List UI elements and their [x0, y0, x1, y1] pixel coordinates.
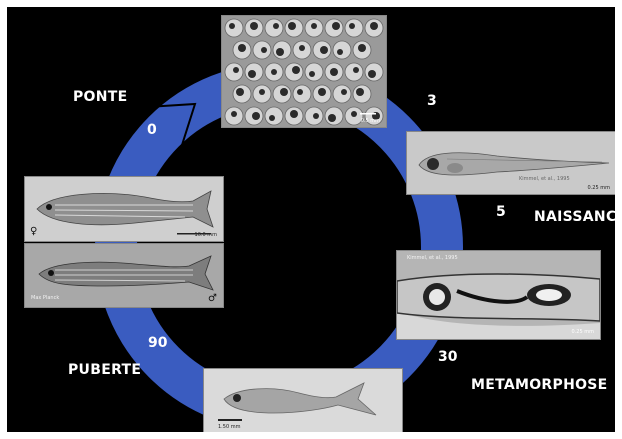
- embryo: [356, 88, 364, 96]
- embryo: [271, 69, 277, 75]
- embryo: [330, 68, 338, 76]
- embryo: [358, 44, 366, 52]
- embryo: [292, 66, 300, 74]
- embryo: [261, 47, 267, 53]
- male-photo: Max Planck ♂: [24, 243, 224, 308]
- day-3: 3: [427, 93, 437, 109]
- male-credit: Max Planck: [31, 295, 59, 301]
- embryo: [299, 45, 305, 51]
- embryo: [318, 88, 326, 96]
- embryo: [349, 23, 355, 29]
- embryo: [250, 22, 258, 30]
- female-image: [25, 177, 223, 241]
- male-symbol: ♂: [208, 293, 217, 304]
- larva-credit: Kimmel, et al., 1995: [519, 176, 570, 182]
- stage-label-naissance: NAISSANCE: [534, 209, 615, 225]
- eggs-image: [222, 16, 386, 127]
- embryo: [370, 22, 378, 30]
- juvenile-image: [204, 369, 402, 432]
- embryo: [273, 23, 279, 29]
- embryo: [297, 89, 303, 95]
- embryo: [229, 23, 235, 29]
- stage-label-ponte: PONTE: [73, 89, 128, 105]
- embryo: [280, 88, 288, 96]
- day-5: 5: [496, 204, 506, 220]
- embryo: [288, 22, 296, 30]
- embryo: [332, 22, 340, 30]
- metamorph-credit: Kimmel, et al., 1995: [407, 255, 458, 261]
- embryo: [269, 115, 275, 121]
- metamorph-scale-label: 0.25 mm: [572, 329, 594, 335]
- embryo: [320, 46, 328, 54]
- embryo: [351, 111, 357, 117]
- embryo: [233, 67, 239, 73]
- embryo: [276, 48, 284, 56]
- embryo: [248, 70, 256, 78]
- embryo: [231, 111, 237, 117]
- embryo: [252, 112, 260, 120]
- larva-scale-label: 0.25 mm: [588, 185, 610, 191]
- embryo: [313, 113, 319, 119]
- female-photo: ♀ 10.0 mm: [24, 176, 224, 242]
- embryo: [353, 67, 359, 73]
- embryo: [337, 49, 343, 55]
- female-scale-label: 10.0 mm: [195, 232, 217, 238]
- juvenile-photo: 1.50 mm: [203, 368, 403, 432]
- larva-photo: Kimmel, et al., 1995 0.25 mm: [406, 131, 615, 195]
- embryo: [259, 89, 265, 95]
- embryo: [238, 44, 246, 52]
- female-symbol: ♀: [30, 226, 37, 237]
- stage-label-metamorphose: METAMORPHOSE: [471, 377, 608, 393]
- embryo: [290, 110, 298, 118]
- day-0: 0: [147, 122, 157, 138]
- eggs-scale-label: 0.5 mm: [361, 118, 380, 124]
- metamorph-photo: Kimmel, et al., 1995 0.25 mm: [396, 250, 601, 340]
- metamorph-image: [397, 251, 600, 339]
- embryo: [368, 70, 376, 78]
- embryo: [236, 88, 244, 96]
- embryo: [309, 71, 315, 77]
- embryo: [328, 114, 336, 122]
- juvenile-scale-label: 1.50 mm: [218, 424, 240, 430]
- diagram-canvas: PONTE NAISSANCE METAMORPHOSE PUBERTE 0 3…: [7, 7, 615, 432]
- day-90: 90: [148, 335, 167, 351]
- eggs-scale-bar: [360, 113, 376, 115]
- eggs-photo: 0.5 mm: [221, 15, 387, 128]
- stage-label-puberte: PUBERTE: [68, 362, 141, 378]
- larva-image: [407, 132, 615, 194]
- embryo: [311, 23, 317, 29]
- embryo: [341, 89, 347, 95]
- day-30: 30: [438, 349, 457, 365]
